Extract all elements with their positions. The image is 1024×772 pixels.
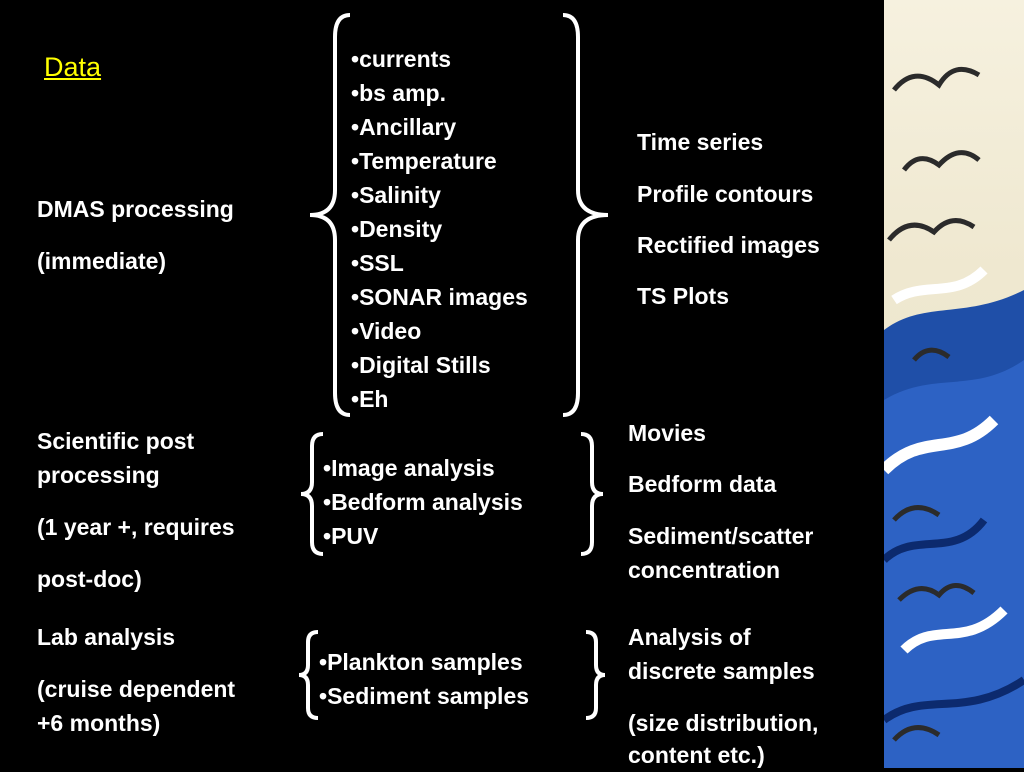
list-item: currents <box>351 42 528 76</box>
row2-output: Bedform data <box>628 471 777 497</box>
row2-left-line2: processing <box>37 462 160 488</box>
slide-title[interactable]: Data <box>44 52 102 82</box>
row1-output: Time series <box>637 129 764 155</box>
row1-left-brace <box>309 13 351 417</box>
row2-items: Image analysis Bedform analysis PUV <box>323 451 523 553</box>
wave-illustration <box>884 0 1024 768</box>
row3-items: Plankton samples Sediment samples <box>319 645 529 713</box>
list-item: PUV <box>323 519 523 553</box>
list-item: Bedform analysis <box>323 485 523 519</box>
list-item: Sediment samples <box>319 679 529 713</box>
row1-output: Profile contours <box>637 181 814 207</box>
row3-right-brace <box>585 630 606 720</box>
row3-output: (size distribution, <box>628 710 819 736</box>
list-item: Eh <box>351 382 528 416</box>
row3-output: content etc.) <box>628 742 765 768</box>
row1-output: Rectified images <box>637 232 820 258</box>
list-item: bs amp. <box>351 76 528 110</box>
list-item: Density <box>351 212 528 246</box>
row2-output: Movies <box>628 420 706 446</box>
row3-output: Analysis of <box>628 624 751 650</box>
list-item: SSL <box>351 246 528 280</box>
row2-left-brace <box>300 432 324 556</box>
row1-items: currents bs amp. Ancillary Temperature S… <box>351 42 528 416</box>
row1-right-brace <box>562 13 609 417</box>
row2-output: Sediment/scatter <box>628 523 814 549</box>
list-item: Ancillary <box>351 110 528 144</box>
row3-left-brace <box>298 630 319 720</box>
row2-right-brace <box>580 432 604 556</box>
row3-left-line2: (cruise dependent <box>37 676 236 702</box>
list-item: Salinity <box>351 178 528 212</box>
row3-output: discrete samples <box>628 658 815 684</box>
row2-left-line1: Scientific post <box>37 428 195 454</box>
list-item: Video <box>351 314 528 348</box>
list-item: SONAR images <box>351 280 528 314</box>
list-item: Plankton samples <box>319 645 529 679</box>
row2-left-line3: (1 year +, requires <box>37 514 235 540</box>
row2-left-line4: post-doc) <box>37 566 142 592</box>
row1-left-line2: (immediate) <box>37 248 167 274</box>
row3-left-line1: Lab analysis <box>37 624 176 650</box>
row2-output: concentration <box>628 557 781 583</box>
list-item: Digital Stills <box>351 348 528 382</box>
row1-left-line1: DMAS processing <box>37 196 234 222</box>
list-item: Image analysis <box>323 451 523 485</box>
row1-output: TS Plots <box>637 283 730 309</box>
row3-left-line3: +6 months) <box>37 710 161 736</box>
list-item: Temperature <box>351 144 528 178</box>
